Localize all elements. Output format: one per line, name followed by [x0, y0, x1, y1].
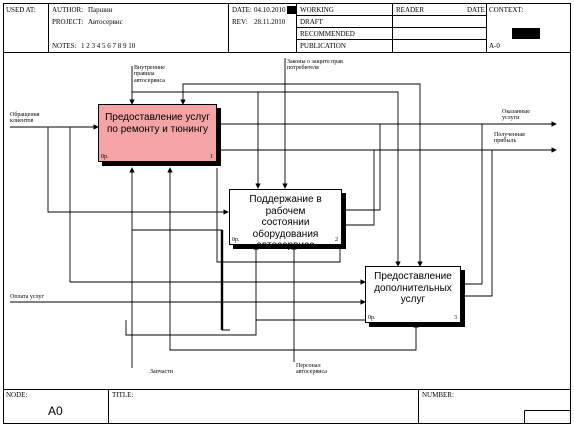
arrow-requests-to-box3	[69, 127, 366, 285]
arrow-requests-to-box2	[47, 127, 229, 215]
context-thumbnail	[512, 28, 540, 39]
author-label: AUTHOR:	[52, 6, 84, 14]
context-label: CONTEXT:	[489, 6, 524, 14]
activity-1-title: Предоставление услуг по ремонту и тюнинг…	[105, 112, 210, 135]
status-working: WORKING	[300, 6, 334, 14]
author-value: Паршин	[88, 6, 113, 14]
activity-3-title: Предоставление дополнительных услуг	[374, 271, 452, 305]
reader-label: READER	[396, 6, 424, 14]
activity-2-cost: 0р.	[232, 237, 240, 243]
rev-value: 28.11.2010	[254, 18, 286, 26]
arrow-parts-branch	[132, 229, 230, 331]
label-parts: Запчасти	[150, 369, 173, 375]
notes-value: 1 2 3 4 5 6 7 8 9 10	[81, 42, 136, 50]
used-at-label: USED AT:	[6, 6, 36, 14]
activity-2-title: Поддержание в рабочем состоянии оборудов…	[249, 194, 322, 251]
arrow-rules-to-box3	[258, 91, 401, 267]
activity-box-1[interactable]: Предоставление услуг по ремонту и тюнинг…	[98, 104, 217, 162]
label-staff: Персонал автосервиса	[296, 363, 327, 376]
activity-box-3[interactable]: Предоставление дополнительных услуг 0р. …	[365, 266, 461, 323]
label-rules: Внутренние правила автосервиса	[134, 65, 165, 84]
label-payment: Оплата услуг	[10, 294, 45, 300]
status-publication: PUBLICATION	[300, 42, 346, 50]
activity-box-2[interactable]: Поддержание в рабочем состоянии оборудов…	[229, 189, 342, 251]
reader-date-label: DATE	[467, 6, 485, 14]
context-node: A-0	[489, 42, 500, 50]
label-laws: Законы о защите прав потребителя	[287, 59, 343, 72]
rev-label: REV:	[232, 18, 248, 26]
activity-3-number: 3	[454, 315, 457, 321]
date-value: 04.10.2010	[254, 6, 286, 14]
status-draft: DRAFT	[300, 18, 323, 26]
activity-1-number: 1	[210, 154, 213, 160]
arrow-box2-out-b	[341, 150, 375, 226]
working-marker	[287, 6, 296, 14]
node-label: NODE:	[6, 391, 28, 399]
arrow-staff-to-box3	[294, 322, 419, 351]
arrow-laws-to-box3	[285, 83, 423, 267]
project-label: PROJECT:	[52, 18, 84, 26]
number-label: NUMBER:	[422, 391, 454, 399]
node-value: A0	[48, 404, 63, 418]
title-label: TITLE:	[112, 391, 134, 399]
project-value: Автосервис	[88, 18, 123, 26]
date-label: DATE:	[232, 6, 252, 14]
arrow-staff-to-box1	[167, 167, 294, 351]
arrow-feedback-a	[216, 168, 341, 263]
arrow-mech-to-box2	[125, 244, 259, 336]
arrow-laws	[180, 58, 286, 105]
activity-3-cost: 0р.	[368, 315, 376, 321]
label-profit-out: Полученная прибыль	[494, 132, 525, 145]
activity-1-cost: 0р.	[101, 154, 109, 160]
activity-2-number: 2	[335, 237, 338, 243]
label-requests: Обращения клиентов	[10, 112, 40, 125]
label-services-out: Оказанные услуги	[502, 109, 530, 122]
arrow-box3-out-profit	[460, 150, 493, 297]
status-recommended: RECOMMENDED	[300, 30, 355, 38]
notes-label: NOTES:	[52, 42, 77, 50]
arrow-box3-out-services	[460, 124, 483, 285]
arrow-box2-out-a	[341, 124, 381, 211]
